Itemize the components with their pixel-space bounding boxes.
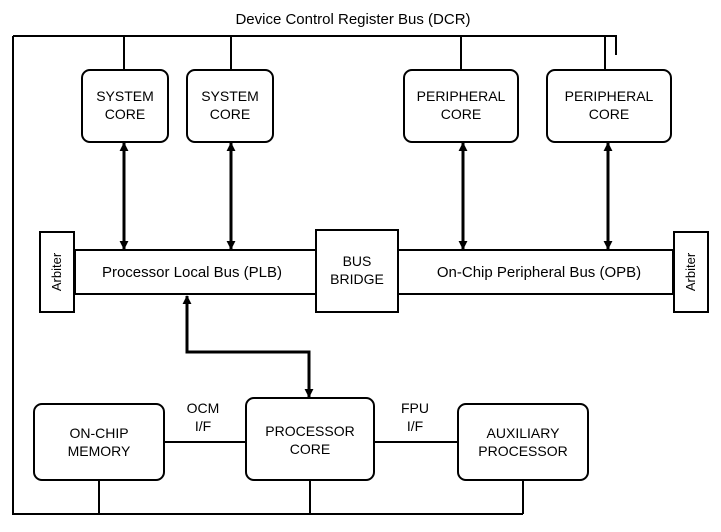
dcr-bottom-connectors xyxy=(98,480,524,514)
ocm-if-label-line2: I/F xyxy=(195,418,211,434)
peripheral-core-1-label-line2: CORE xyxy=(441,106,481,122)
auxiliary-processor-label-line1: AUXILIARY xyxy=(487,425,561,441)
system-core-1-label-line1: SYSTEM xyxy=(96,88,154,104)
dcr-bus-label: Device Control Register Bus (DCR) xyxy=(235,11,470,28)
arrow-plb-processor-core xyxy=(182,295,314,398)
opb-bus: On-Chip Peripheral Bus (OPB) xyxy=(397,249,674,295)
processor-core: PROCESSOR CORE xyxy=(245,397,375,481)
core-bus-arrows xyxy=(119,142,613,250)
auxiliary-processor: AUXILIARY PROCESSOR xyxy=(457,403,589,481)
system-core-2-label-line2: CORE xyxy=(210,106,250,122)
bus-bridge-label-line2: BRIDGE xyxy=(330,271,384,287)
peripheral-core-1: PERIPHERAL CORE xyxy=(403,69,519,143)
on-chip-memory-label-line1: ON-CHIP xyxy=(69,425,128,441)
processor-core-label-line1: PROCESSOR xyxy=(265,423,354,439)
peripheral-core-2-label-line1: PERIPHERAL xyxy=(565,88,654,104)
peripheral-core-1-label-line1: PERIPHERAL xyxy=(417,88,506,104)
auxiliary-processor-label-line2: PROCESSOR xyxy=(478,443,567,459)
peripheral-core-2-label-line2: CORE xyxy=(589,106,629,122)
on-chip-memory-label-line2: MEMORY xyxy=(68,443,131,459)
opb-label: On-Chip Peripheral Bus (OPB) xyxy=(437,264,641,281)
bus-bridge-label-line1: BUS xyxy=(343,253,372,269)
bus-bridge: BUS BRIDGE xyxy=(315,229,399,313)
fpu-if-label-line1: FPU xyxy=(401,400,429,416)
system-core-2-label-line1: SYSTEM xyxy=(201,88,259,104)
system-core-2: SYSTEM CORE xyxy=(186,69,274,143)
on-chip-memory: ON-CHIP MEMORY xyxy=(33,403,165,481)
arbiter-left: Arbiter xyxy=(39,231,75,313)
system-core-1: SYSTEM CORE xyxy=(81,69,169,143)
processor-core-label-line2: CORE xyxy=(290,441,330,457)
fpu-if-label-line2: I/F xyxy=(407,418,423,434)
plb-bus: Processor Local Bus (PLB) xyxy=(74,249,317,295)
ocm-if-label-line1: OCM xyxy=(187,400,220,416)
peripheral-core-2: PERIPHERAL CORE xyxy=(546,69,672,143)
arbiter-right: Arbiter xyxy=(673,231,709,313)
system-core-1-label-line2: CORE xyxy=(105,106,145,122)
arbiter-right-label: Arbiter xyxy=(683,252,698,291)
plb-label: Processor Local Bus (PLB) xyxy=(102,264,282,281)
dcr-bus-line xyxy=(12,35,617,515)
dcr-core-connectors xyxy=(123,36,606,70)
arbiter-left-label: Arbiter xyxy=(49,252,64,291)
